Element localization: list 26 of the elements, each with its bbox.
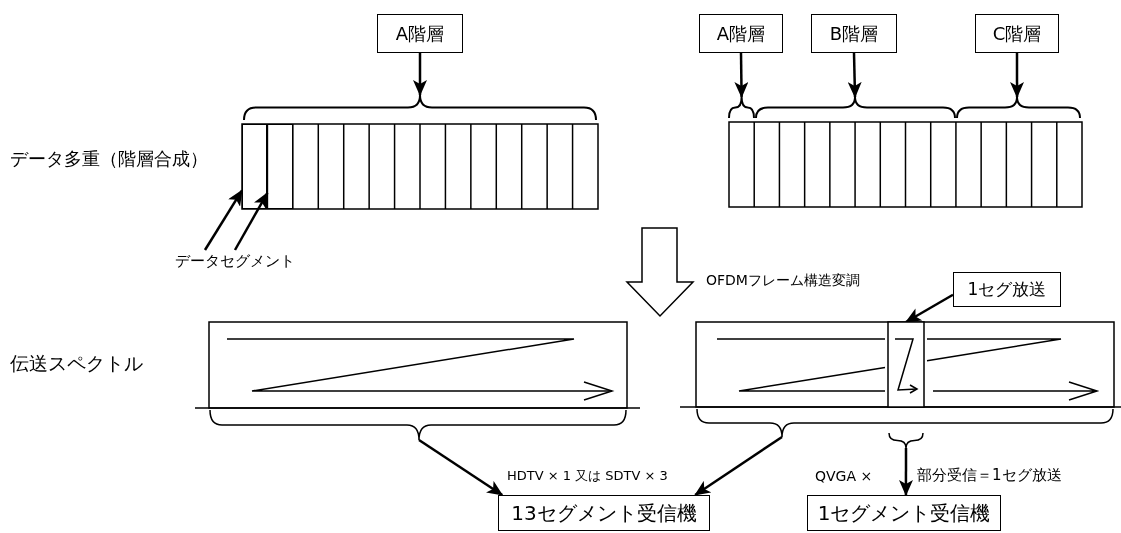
text-box: 1セグメント受信機 bbox=[807, 495, 1001, 531]
arrow bbox=[233, 192, 269, 251]
segment-cell bbox=[267, 124, 293, 209]
segment-cell bbox=[242, 124, 268, 209]
caption-text: QVGA × bbox=[815, 468, 873, 485]
label-text: データ多重（階層合成） bbox=[10, 148, 208, 170]
caption-text: HDTV × 1 又は SDTV × 3 bbox=[507, 468, 668, 484]
label-text: 伝送スペクトル bbox=[10, 352, 143, 375]
text-box: A階層 bbox=[377, 14, 463, 53]
text-box: 1セグ放送 bbox=[953, 272, 1061, 307]
arrow bbox=[1010, 53, 1025, 98]
text-box: B階層 bbox=[811, 14, 897, 53]
arrow bbox=[898, 448, 913, 496]
arrow bbox=[694, 435, 783, 497]
text-box: C階層 bbox=[975, 14, 1059, 53]
label-text: OFDMフレーム構造変調 bbox=[706, 272, 860, 289]
arrow bbox=[203, 189, 244, 251]
arrow bbox=[905, 293, 954, 324]
segment-label: データセグメント bbox=[160, 250, 310, 272]
arrow bbox=[418, 438, 504, 497]
text-box: A階層 bbox=[699, 14, 783, 53]
caption-text: 部分受信＝1セグ放送 bbox=[917, 466, 1062, 484]
arrow bbox=[847, 52, 862, 98]
arrow bbox=[413, 53, 427, 96]
text-box: 13セグメント受信機 bbox=[498, 495, 710, 531]
arrow bbox=[734, 53, 749, 98]
